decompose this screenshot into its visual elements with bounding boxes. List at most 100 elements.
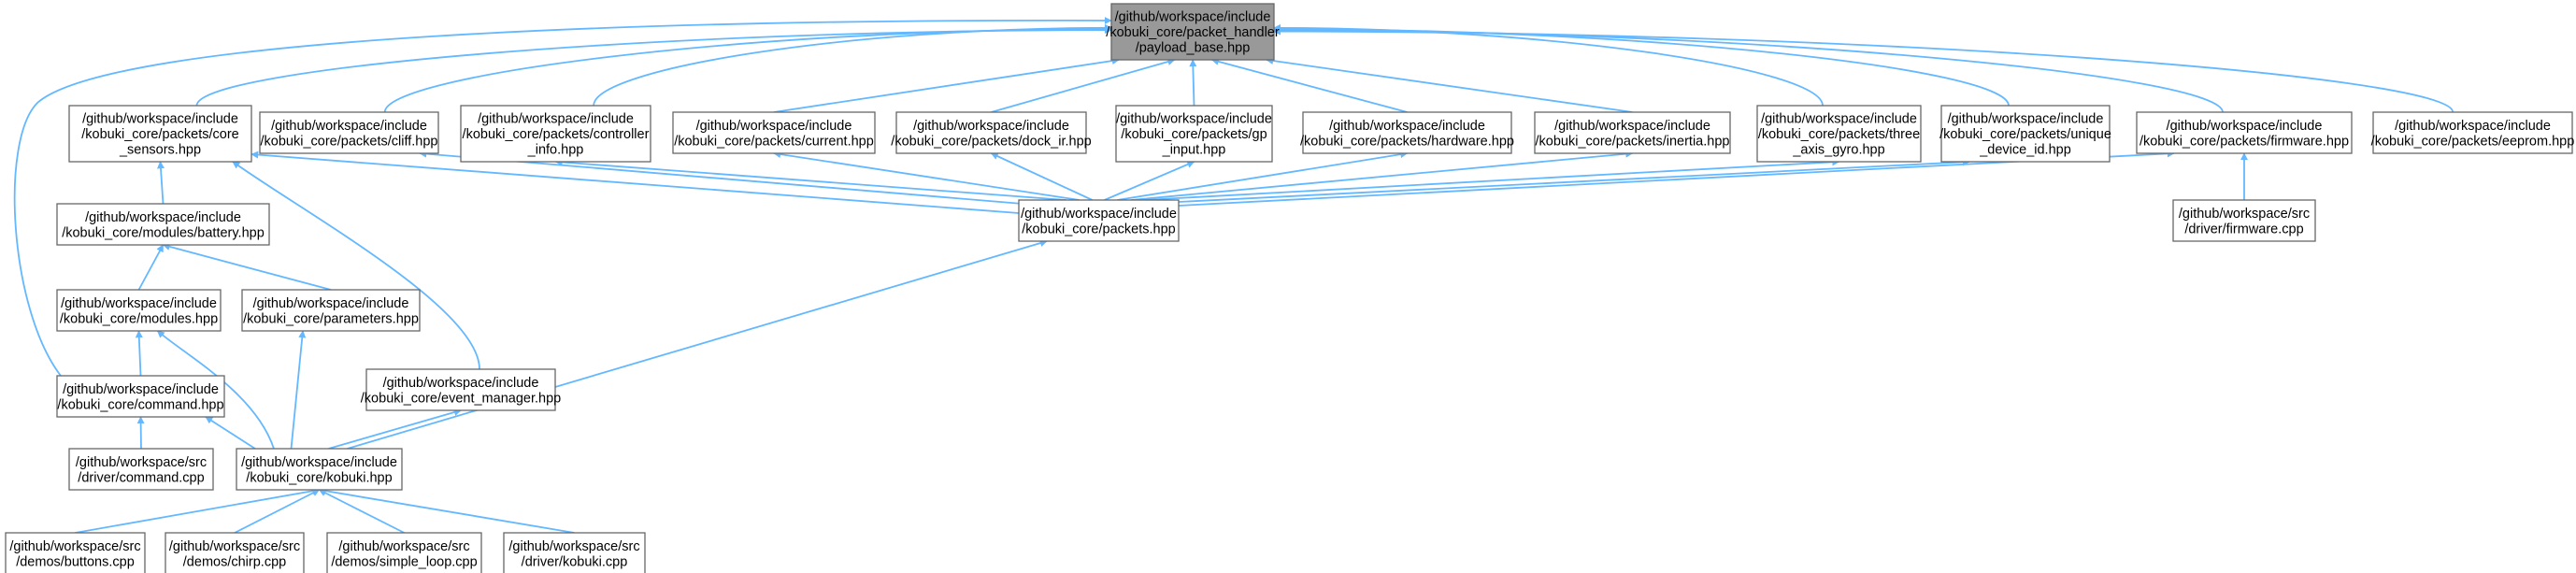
node-command-cpp[interactable]: /github/workspace/src/driver/command.cpp bbox=[68, 448, 214, 491]
edge-modules-to-battery bbox=[137, 244, 165, 291]
edge-controller_info-to-payload_base bbox=[593, 23, 1112, 107]
node-label-line: /kobuki_core/kobuki.hpp bbox=[246, 470, 392, 485]
node-simple-loop[interactable]: /github/workspace/src/demos/simple_loop.… bbox=[326, 532, 482, 573]
edge-packets-to-current bbox=[773, 150, 1080, 201]
node-box bbox=[1115, 105, 1273, 163]
node-buttons[interactable]: /github/workspace/src/demos/buttons.cpp bbox=[5, 532, 146, 573]
node-label-line: /github/workspace/include bbox=[2167, 119, 2323, 134]
node-packets[interactable]: /github/workspace/include/kobuki_core/pa… bbox=[1018, 199, 1180, 242]
node-label-line: /driver/kobuki.cpp bbox=[522, 554, 628, 569]
node-label-line: /github/workspace/include bbox=[383, 376, 539, 391]
node-three-axis-gyro[interactable]: /github/workspace/include/kobuki_core/pa… bbox=[1756, 105, 1922, 163]
node-label-line: /demos/chirp.cpp bbox=[183, 554, 286, 569]
edge-simple_loop-to-kobuki_hpp bbox=[318, 489, 405, 534]
node-label-line: /github/workspace/include bbox=[85, 210, 241, 225]
node-label-line: /kobuki_core/command.hpp bbox=[57, 397, 223, 412]
edge-core_sensors-to-payload_base bbox=[195, 26, 1112, 107]
node-gp-input[interactable]: /github/workspace/include/kobuki_core/pa… bbox=[1115, 105, 1273, 163]
node-box bbox=[2172, 199, 2316, 242]
node-firmware-hpp[interactable]: /github/workspace/include/kobuki_core/pa… bbox=[2136, 111, 2353, 154]
edge-packets-to-core_sensors bbox=[250, 150, 1020, 214]
node-label-line: /kobuki_core/event_manager.hpp bbox=[361, 391, 561, 406]
edge-packets-to-hardware bbox=[1117, 150, 1409, 201]
node-label-line: /kobuki_core/packets/three bbox=[1758, 127, 1920, 142]
node-label-line: /github/workspace/src bbox=[169, 539, 300, 554]
edge-inertia-to-payload_base bbox=[1266, 57, 1633, 113]
node-core-sensors[interactable]: /github/workspace/include/kobuki_core/pa… bbox=[68, 105, 252, 163]
node-current[interactable]: /github/workspace/include/kobuki_core/pa… bbox=[672, 111, 876, 154]
node-eeprom[interactable]: /github/workspace/include/kobuki_core/pa… bbox=[2371, 111, 2575, 154]
node-battery[interactable]: /github/workspace/include/kobuki_core/mo… bbox=[56, 203, 270, 246]
edge-packets-to-three_axis_gyro bbox=[1142, 158, 1840, 201]
node-event-manager[interactable]: /github/workspace/include/kobuki_core/ev… bbox=[361, 368, 561, 411]
node-label-line: /github/workspace/include bbox=[61, 296, 217, 311]
node-box bbox=[56, 203, 270, 246]
node-box bbox=[365, 368, 556, 411]
node-modules[interactable]: /github/workspace/include/kobuki_core/mo… bbox=[56, 289, 222, 332]
node-box bbox=[895, 111, 1087, 154]
node-command-hpp[interactable]: /github/workspace/include/kobuki_core/co… bbox=[56, 375, 225, 418]
edge-kobuki_cpp-to-kobuki_hpp bbox=[318, 487, 575, 534]
node-label-line: /github/workspace/include bbox=[1329, 119, 1485, 134]
node-chirp[interactable]: /github/workspace/src/demos/chirp.cpp bbox=[165, 532, 305, 573]
node-box bbox=[56, 375, 225, 418]
file-nodes: /github/workspace/include/kobuki_core/pa… bbox=[5, 3, 2575, 573]
node-controller-info[interactable]: /github/workspace/include/kobuki_core/pa… bbox=[460, 105, 651, 163]
edge-kobuki_hpp-to-command_hpp bbox=[205, 416, 256, 450]
node-kobuki-hpp[interactable]: /github/workspace/include/kobuki_core/ko… bbox=[236, 448, 403, 491]
node-box bbox=[1534, 111, 1731, 154]
node-label-line: /github/workspace/include bbox=[2395, 119, 2551, 134]
node-label-line: /github/workspace/include bbox=[478, 112, 634, 127]
edge-buttons-to-kobuki_hpp bbox=[75, 487, 321, 534]
node-label-line: /driver/firmware.cpp bbox=[2184, 222, 2303, 236]
node-label-line: _info.hpp bbox=[527, 143, 584, 158]
node-label-line: /payload_base.hpp bbox=[1136, 41, 1251, 56]
node-inertia[interactable]: /github/workspace/include/kobuki_core/pa… bbox=[1534, 111, 1731, 154]
node-label-line: /github/workspace/include bbox=[253, 296, 409, 311]
edge-packets-to-dock_ir bbox=[990, 152, 1093, 201]
node-box bbox=[236, 448, 403, 491]
node-label-line: /kobuki_core/packets/controller bbox=[463, 127, 650, 142]
node-box bbox=[56, 289, 222, 332]
node-label-line: /github/workspace/include bbox=[1115, 10, 1271, 25]
node-label-line: _sensors.hpp bbox=[119, 143, 201, 158]
node-cliff[interactable]: /github/workspace/include/kobuki_core/pa… bbox=[259, 111, 439, 154]
edge-command_cpp-to-command_hpp bbox=[136, 416, 145, 450]
node-dock-ir[interactable]: /github/workspace/include/kobuki_core/pa… bbox=[891, 111, 1092, 154]
node-payload-base[interactable]: /github/workspace/include/kobuki_core/pa… bbox=[1106, 3, 1280, 61]
node-firmware-cpp[interactable]: /github/workspace/src/driver/firmware.cp… bbox=[2172, 199, 2316, 242]
node-label-line: /kobuki_core/packets/current.hpp bbox=[674, 134, 874, 149]
node-label-line: /github/workspace/include bbox=[1116, 112, 1272, 127]
node-label-line: /kobuki_core/packets/unique bbox=[1939, 127, 2111, 142]
node-label-line: /github/workspace/include bbox=[1948, 112, 2104, 127]
node-box bbox=[326, 532, 482, 573]
edge-gp_input-to-payload_base bbox=[1189, 59, 1197, 107]
node-box bbox=[460, 105, 651, 163]
node-label-line: /github/workspace/src bbox=[2179, 207, 2310, 222]
edge-packets-to-controller_info bbox=[554, 158, 1066, 201]
node-kobuki-cpp[interactable]: /github/workspace/src/driver/kobuki.cpp bbox=[503, 532, 646, 573]
edge-kobuki_hpp-to-parameters bbox=[290, 330, 307, 450]
node-label-line: /kobuki_core/packets/hardware.hpp bbox=[1300, 134, 1514, 149]
node-unique-device-id[interactable]: /github/workspace/include/kobuki_core/pa… bbox=[1939, 105, 2111, 163]
node-box bbox=[672, 111, 876, 154]
node-hardware[interactable]: /github/workspace/include/kobuki_core/pa… bbox=[1300, 111, 1514, 154]
node-label-line: /kobuki_core/packet_handler bbox=[1106, 25, 1280, 40]
node-label-line: /github/workspace/include bbox=[1021, 207, 1177, 222]
node-label-line: _device_id.hpp bbox=[1979, 143, 2071, 158]
node-box bbox=[1110, 3, 1275, 61]
node-label-line: /kobuki_core/packets/firmware.hpp bbox=[2140, 134, 2349, 149]
edge-command_hpp-to-modules bbox=[135, 330, 143, 377]
node-label-line: /demos/buttons.cpp bbox=[16, 554, 135, 569]
node-label-line: /kobuki_core/packets/gp bbox=[1121, 127, 1267, 142]
edge-unique_device_id-to-payload_base bbox=[1273, 24, 2010, 107]
node-box bbox=[241, 289, 421, 332]
node-parameters[interactable]: /github/workspace/include/kobuki_core/pa… bbox=[241, 289, 421, 332]
edge-cliff-to-payload_base bbox=[383, 25, 1112, 113]
edge-packets-to-gp_input bbox=[1104, 161, 1195, 201]
node-label-line: /github/workspace/src bbox=[9, 539, 140, 554]
node-label-line: /driver/command.cpp bbox=[78, 470, 204, 485]
node-label-line: /github/workspace/include bbox=[696, 119, 852, 134]
edge-hardware-to-payload_base bbox=[1210, 58, 1408, 113]
edge-eeprom-to-payload_base bbox=[1273, 27, 2454, 113]
